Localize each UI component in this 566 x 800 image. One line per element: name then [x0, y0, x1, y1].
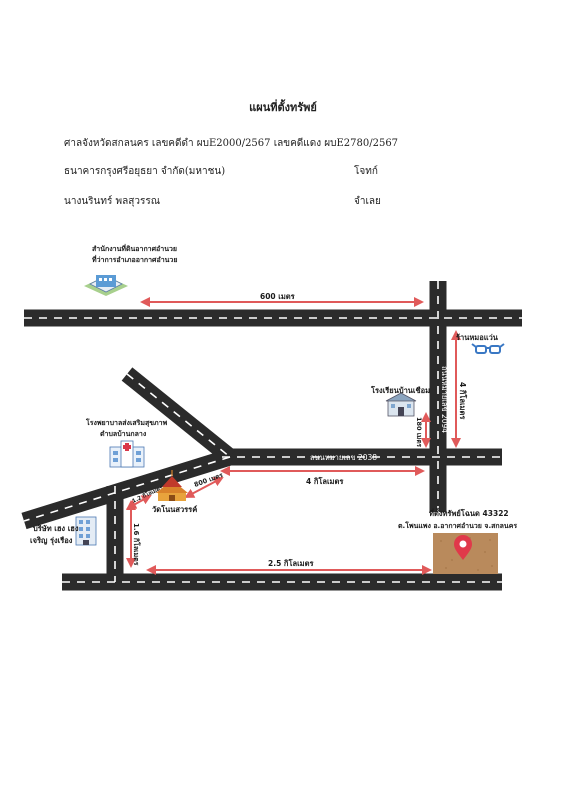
- page-title: แผนที่ตั้งทรัพย์: [249, 101, 317, 114]
- land-office-label-1: สำนักงานที่ดินอากาศอำนวย: [92, 243, 177, 253]
- optical-shop-label: ร้านหมอแว่น: [456, 333, 499, 342]
- land-office-label-2: ที่ว่าการอำเภออากาศอำนวย: [92, 254, 178, 264]
- case-number-line: ศาลจังหวัดสกลนคร เลขคดีดำ ผบE2000/2567 เ…: [64, 138, 399, 149]
- road-label-2094: ถนนหมายเลข 2094: [440, 366, 449, 433]
- glasses-icon: [471, 343, 505, 354]
- distance-label-school: 180 เมตร: [415, 417, 423, 448]
- road-label-2038: ถนนหมายเลข 2038: [310, 453, 377, 462]
- school-label: โรงเรียนบ้านเชือม: [370, 385, 430, 395]
- distance-label-bottom: 2.5 กิโลเมตร: [268, 558, 314, 568]
- school-icon: [385, 392, 417, 417]
- hospital-label-1: โรงพยาบาลส่งเสริมสุขภาพ: [85, 418, 168, 427]
- defendant-role: จำเลย: [354, 196, 381, 207]
- property-label-2: ต.โพนแพง อ.อากาศอำนวย จ.สกลนคร: [398, 521, 517, 530]
- optical-shop-marker: ร้านหมอแว่น: [456, 333, 505, 354]
- building-icon: [84, 275, 128, 296]
- land-office-marker: สำนักงานที่ดินอากาศอำนวย ที่ว่าการอำเภออ…: [84, 243, 177, 296]
- temple-icon: [156, 470, 188, 501]
- hospital-marker: โรงพยาบาลส่งเสริมสุขภาพ ตำบลบ้านกลาง: [85, 418, 168, 468]
- distance-label-left: 1.6 กิโลเมตร: [132, 523, 141, 566]
- company-label-2: เจริญ รุ่งเรือง: [30, 536, 73, 545]
- company-label-1: บริษัท เฮง เฮง: [33, 524, 79, 533]
- hospital-icon: [109, 440, 145, 468]
- school-marker: โรงเรียนบ้านเชือม: [370, 385, 430, 417]
- road-network: ถนนหมายเลข 2094 ถนนหมายเลข 2038: [21, 281, 522, 591]
- distance-label-middle: 4 กิโลเมตร: [306, 476, 344, 486]
- temple-marker: วัดโนนสวรรค์: [152, 470, 197, 514]
- location-pin-icon: [454, 535, 472, 560]
- plaintiff-role: โจทก์: [354, 166, 378, 177]
- distance-arrows: [126, 297, 461, 575]
- temple-label: วัดโนนสวรรค์: [152, 504, 197, 514]
- defendant-name: นางนรินทร์ พลสุวรรณ: [64, 196, 160, 207]
- property-marker: ที่ตั้งทรัพย์โฉนด 43322 ต.โพนแพง อ.อากาศ…: [398, 507, 517, 574]
- property-label-1: ที่ตั้งทรัพย์โฉนด 43322: [429, 507, 509, 518]
- distance-label-right: 4 กิโลเมตร: [458, 382, 468, 420]
- plaintiff-name: ธนาคารกรุงศรีอยุธยา จำกัด(มหาชน): [64, 166, 226, 177]
- arrow-temple: [184, 477, 224, 498]
- company-marker: บริษัท เฮง เฮง เจริญ รุ่งเรือง: [30, 516, 97, 546]
- office-building-icon: [75, 516, 97, 546]
- distance-label-top: 600 เมตร: [260, 292, 296, 301]
- hospital-label-2: ตำบลบ้านกลาง: [100, 429, 147, 438]
